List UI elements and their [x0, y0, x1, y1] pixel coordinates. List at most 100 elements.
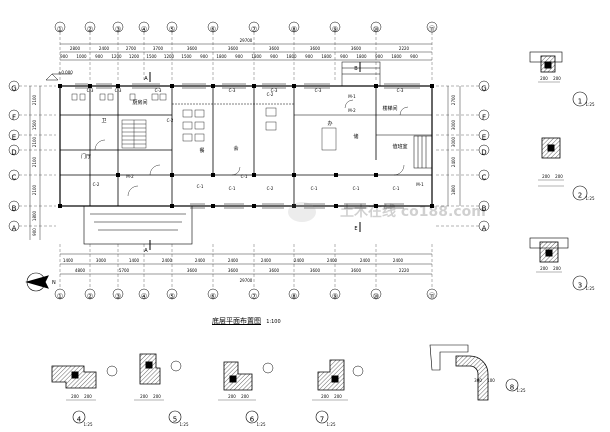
window-mark-c3: C-3: [87, 88, 94, 93]
grid-col-bubble-bottom: [329, 288, 341, 300]
detail-number: 1: [578, 98, 582, 106]
dim-top-detail: 1500: [146, 54, 157, 59]
grid-col-bubble-bottom: [54, 288, 66, 300]
dim-top-detail: 1800: [216, 54, 227, 59]
grid-col-label-bottom: ③: [115, 293, 121, 301]
dim-bottom-detail: 2400: [261, 258, 272, 263]
grid-col-label-bottom: ②: [87, 293, 93, 301]
dim-bottom-detail: 2400: [393, 258, 404, 263]
grid-col-label-top: ⑤: [169, 26, 175, 34]
section-mark-a-bottom: A: [144, 248, 148, 254]
grid-col-label-top: ②: [87, 26, 93, 34]
window-mark-c3: C-3: [115, 88, 122, 93]
grid-col-bubble-top: [166, 21, 178, 33]
dim-top-segment: 3600: [187, 46, 198, 51]
detail-width: 200: [542, 174, 550, 179]
grid-row-label-left: D: [11, 149, 16, 157]
dim-top-detail: 900: [410, 54, 418, 59]
window-mark-c1: C-1: [393, 186, 400, 191]
grid-col-label-top: ⑧: [291, 26, 297, 34]
detail-height: 100: [487, 378, 495, 383]
dim-bottom-segment: 3600: [269, 268, 280, 273]
section-mark-a-top: A: [144, 76, 148, 82]
grid-col-bubble-bottom: [207, 288, 219, 300]
detail-scale: 1:25: [586, 196, 595, 201]
grid-row-bubble-right: [478, 220, 490, 232]
grid-row-label-right: A: [482, 225, 487, 233]
grid-row-bubble-left: [8, 129, 20, 141]
north-arrow-icon: [25, 272, 49, 292]
dining-furniture: [182, 107, 337, 151]
grid-col-label-top: ⑥: [210, 26, 216, 34]
door-mark-m2: M-2: [348, 108, 356, 113]
dim-right: 1800: [451, 184, 456, 195]
grid-col-label-top: ③: [115, 26, 121, 34]
dim-top-segment: 2700: [126, 46, 137, 51]
grid-col-bubble-top: [288, 21, 300, 33]
detail-8: [429, 344, 519, 401]
dim-bottom-detail: 2400: [360, 258, 371, 263]
room-storage: 储: [353, 133, 358, 140]
dim-bottom-detail: 2400: [162, 258, 173, 263]
dim-bottom-detail: 2400: [195, 258, 206, 263]
grid-row-label-right: G: [481, 85, 486, 93]
detail-scale: 1:25: [586, 286, 595, 291]
detail-number: 7: [320, 416, 324, 424]
dim-left: 900: [32, 228, 37, 236]
dim-top-segment: 3700: [153, 46, 164, 51]
grid-row-label-left: C: [12, 174, 17, 182]
grid-col-label-bottom: ⑥: [210, 293, 216, 301]
grid-axes: [19, 32, 479, 289]
grid-col-bubble-bottom: [84, 288, 96, 300]
dim-bottom-detail: 2400: [294, 258, 305, 263]
dim-top-detail: 900: [95, 54, 103, 59]
window-mark-c1: C-1: [229, 186, 236, 191]
detail-sections-bottom: [51, 344, 519, 424]
dim-top-detail: 900: [375, 54, 383, 59]
grid-col-label-top: ⑨: [332, 26, 338, 34]
dim-bottom-segment: 4800: [75, 268, 86, 273]
dim-top-detail: 1000: [76, 54, 87, 59]
elevation-label: ±0.000: [58, 70, 73, 75]
floor-plan: [58, 61, 434, 250]
grid-row-label-left: B: [12, 205, 17, 213]
window-mark-c2: C-2: [167, 118, 174, 123]
window-mark-c2: C-2: [267, 92, 274, 97]
grid-col-label-bottom: ⑧: [291, 293, 297, 301]
dim-bottom-detail: 1400: [63, 258, 74, 263]
dim-left: 1800: [32, 210, 37, 221]
dimension-lines: [29, 43, 461, 275]
grid-col-label-top: ④: [141, 26, 147, 34]
north-label: N: [52, 280, 56, 286]
window-mark-c1: C-1: [241, 174, 248, 179]
door-mark-m1: M-1: [348, 94, 356, 99]
dim-top-detail: 900: [270, 54, 278, 59]
dim-top-segment: 2400: [99, 46, 110, 51]
dim-top-detail: 1800: [356, 54, 367, 59]
grid-col-bubble-top: [329, 21, 341, 33]
door-swings: [94, 99, 409, 197]
dim-left: 2100: [32, 136, 37, 147]
grid-col-label-bottom: ①: [57, 293, 63, 301]
detail-width: 200: [321, 394, 329, 399]
grid-row-bubble-left: [8, 169, 20, 181]
door-mark-m2: M-2: [126, 174, 134, 179]
grid-row-bubble-right: [478, 144, 490, 156]
dim-bottom-detail: 2400: [327, 258, 338, 263]
detail-1: [529, 51, 588, 107]
entrance-porch: [83, 205, 193, 245]
detail-height: 200: [553, 76, 561, 81]
room-meeting: 会: [233, 145, 238, 152]
dim-top-detail: 1800: [251, 54, 262, 59]
dim-right: 2400: [451, 156, 456, 167]
dim-top-detail: 1200: [164, 54, 175, 59]
grid-row-label-left: A: [12, 225, 17, 233]
dim-right: 2700: [451, 94, 456, 105]
room-hall: 门厅: [81, 153, 91, 160]
detail-scale: 1:25: [517, 388, 526, 393]
window-mark-c2: C-2: [267, 186, 274, 191]
detail-scale: 1:25: [257, 422, 266, 427]
room-office: 办: [327, 120, 332, 127]
detail-scale: 1:25: [84, 422, 93, 427]
grid-col-label-top: ①: [57, 26, 63, 34]
